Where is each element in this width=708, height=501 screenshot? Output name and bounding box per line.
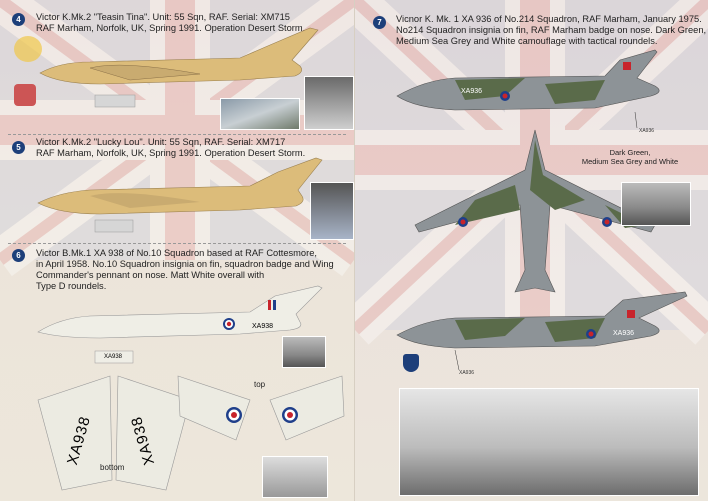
- victor-k1-xa936-views: [396, 49, 688, 371]
- description-line: Victor B.Mk.1 XA 938 of No.10 Squadron b…: [36, 248, 317, 258]
- profile-6-description: Victor B.Mk.1 XA 938 of No.10 Squadron b…: [36, 248, 334, 292]
- profile-4-description: Victor K.Mk.2 "Teasin Tina". Unit: 55 Sq…: [36, 12, 305, 34]
- nose-art-photo: [304, 76, 354, 130]
- profile-5-section: 5 Victor K.Mk.2 "Lucky Lou". Unit: 55 Sq…: [0, 130, 354, 240]
- divider: [8, 243, 346, 244]
- right-page: 7 Vicnor K. Mk. 1 XA 936 of No.214 Squad…: [354, 0, 708, 501]
- colour-note: Dark Green, Medium Sea Grey and White: [555, 148, 705, 166]
- description-line: RAF Marham, Norfolk, UK, Spring 1991. Op…: [36, 23, 306, 33]
- victor-k2-xm717-side-view: [37, 157, 323, 233]
- profile-4-section: 4 Victor K.Mk.2 "Teasin Tina". Unit: 55 …: [0, 0, 354, 130]
- fuselage-serial: XA938: [252, 323, 274, 330]
- door-serial: XA938: [104, 354, 123, 360]
- teasin-tina-nose-art: [14, 36, 42, 62]
- fuselage-serial-side: XA936: [613, 330, 635, 337]
- divider: [8, 134, 346, 135]
- description-line: Commander's pennant on nose. Matt White …: [36, 270, 265, 280]
- description-line: Victor K.Mk.2 "Teasin Tina". Unit: 55 Sq…: [36, 12, 290, 22]
- aircraft-photo: [220, 98, 300, 130]
- aircraft-ground-photo: [621, 182, 691, 226]
- serial-callout: XA936: [459, 370, 475, 376]
- description-line: Type D roundels.: [36, 281, 107, 291]
- profile-5-description: Victor K.Mk.2 "Lucky Lou". Unit: 55 Sqn,…: [36, 137, 305, 159]
- profile-number-badge: 5: [12, 141, 25, 154]
- left-page: 4 Victor K.Mk.2 "Teasin Tina". Unit: 55 …: [0, 0, 354, 501]
- description-line: Medium Sea Grey and White camouflage wit…: [396, 36, 658, 46]
- pennant-photo: [282, 336, 326, 368]
- description-line: RAF Marham, Norfolk, UK, Spring 1991. Op…: [36, 148, 306, 158]
- profile-number-badge: 6: [12, 249, 25, 262]
- profile-number-badge: 7: [373, 16, 386, 29]
- description-line: No214 Squadron insignia on fin, RAF Marh…: [396, 25, 707, 35]
- serial-callout: XA936: [639, 128, 655, 134]
- colour-note-line: Dark Green,: [609, 148, 651, 157]
- fuselage-serial: XA936: [461, 88, 483, 95]
- lucky-lou-nose-art-photo: [310, 182, 354, 240]
- victor-b1-xa938-side-view: [37, 285, 345, 491]
- aircraft-in-flight-photo: [262, 456, 328, 498]
- profile-7-description: Vicnor K. Mk. 1 XA 936 of No.214 Squadro…: [396, 14, 706, 47]
- profile-number-badge: 4: [12, 13, 25, 26]
- squadron-badge: [403, 354, 419, 372]
- description-line: Victor K.Mk.2 "Lucky Lou". Unit: 55 Sqn,…: [36, 137, 286, 147]
- description-line: Vicnor K. Mk. 1 XA 936 of No.214 Squadro…: [396, 14, 702, 24]
- description-line: in April 1958. No.10 Squadron insignia o…: [36, 259, 334, 269]
- victor-k2-xm715-side-view: [39, 27, 319, 108]
- camouflaged-victor-photo: [399, 388, 699, 496]
- profile-6-section: 6 Victor B.Mk.1 XA 938 of No.10 Squadron…: [0, 240, 354, 501]
- mildew-logo: [14, 84, 36, 106]
- colour-note-line: Medium Sea Grey and White: [581, 157, 679, 166]
- label-bottom: bottom: [100, 463, 125, 472]
- label-top: top: [254, 380, 266, 389]
